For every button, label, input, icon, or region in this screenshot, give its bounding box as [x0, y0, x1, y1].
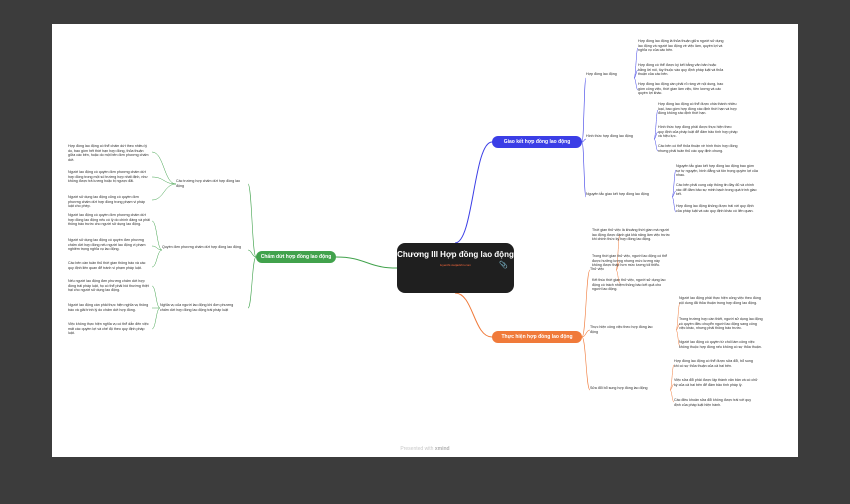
leaf-text: Hợp đồng lao động có thể chấm dứt theo n…	[68, 144, 149, 162]
connector-green-leaf	[151, 245, 163, 251]
connector-blue-leaf	[671, 196, 677, 213]
connector-blue-leaf	[653, 131, 659, 140]
connector-orange-sub	[581, 336, 591, 391]
sub-nghia-vu[interactable]: Nghĩa vụ của người lao động khi đơn phươ…	[160, 303, 234, 312]
connector-blue-leaf	[671, 169, 677, 198]
branch-cham-dut[interactable]: Chấm dứt hợp đồng lao động	[256, 251, 336, 263]
leaf-text: Việc không thực hiện nghĩa vụ có thể dẫn…	[68, 322, 149, 336]
leaf-text: Thời gian thử việc là khoảng thời gian m…	[592, 228, 670, 242]
leaf-text: Hợp đồng có thể được ký kết bằng văn bản…	[638, 63, 724, 77]
leaf-text: Hợp đồng lao động không được trái với qu…	[676, 204, 754, 213]
leaf-text: Người sử dụng lao động có quyền đơn phươ…	[68, 238, 146, 252]
root-node[interactable]: Chương III Hợp đồng lao động luyenthi.vi…	[397, 243, 514, 293]
leaf-text: Trong thời gian thử việc, người lao động…	[592, 254, 668, 268]
sub-thu-viec[interactable]: Thử việc	[590, 267, 604, 271]
attachment-icon: 📎	[499, 262, 508, 269]
connector-root-green	[335, 256, 398, 269]
leaf-text: Người lao động cần phải thực hiện nghĩa …	[68, 303, 149, 312]
connector-blue-leaf	[653, 138, 659, 152]
leaf-text: Người lao động phải thực hiện công việc …	[679, 296, 761, 305]
leaf-text: Việc sửa đổi phải được lập thành văn bản…	[674, 378, 758, 387]
xmind-logo: xmind	[434, 446, 450, 452]
branch-giao-ket[interactable]: Giao kết hợp đồng lao động	[492, 136, 582, 148]
leaf-text: Người lao động có quyền đơn phương chấm …	[68, 170, 148, 184]
sub-thuc-hien-cong-viec[interactable]: Thực hiện công việc theo hợp đồng lao độ…	[590, 325, 653, 334]
sub-nguyen-tac[interactable]: Nguyên tắc giao kết hợp đồng lao động	[586, 192, 649, 196]
connector-blue-leaf	[633, 47, 639, 79]
leaf-text: Người sử dụng lao động cũng có quyền đơn…	[68, 195, 146, 209]
connector-green-leaf	[151, 183, 177, 201]
sub-hinh-thuc[interactable]: Hình thức hợp đồng lao động	[586, 134, 633, 138]
leaf-text: Hợp đồng lao động có thể được sửa đổi, b…	[674, 359, 753, 368]
connector-blue-sub	[581, 141, 587, 198]
connector-orange-leaf	[669, 389, 675, 403]
connector-orange-leaf	[669, 364, 675, 391]
sub-hop-dong[interactable]: Hợp đồng lao động	[586, 72, 617, 76]
connector-blue-sub	[581, 77, 587, 143]
connector-green-leaf	[151, 176, 177, 185]
connector-lines	[151, 47, 681, 403]
connector-orange-sub	[581, 329, 591, 338]
leaf-text: Các điều khoản sửa đổi không được trái v…	[674, 398, 752, 407]
connector-orange-leaf	[669, 383, 675, 391]
connector-blue-sub	[581, 138, 587, 143]
connector-orange-leaf	[675, 323, 681, 331]
connector-green-leaf	[151, 249, 163, 268]
leaf-text: Nguyên tắc giao kết hợp đồng lao động ba…	[676, 164, 758, 178]
connector-orange-leaf	[675, 302, 681, 331]
connector-green-sub	[247, 249, 257, 258]
connector-blue-leaf	[653, 109, 659, 140]
leaf-text: Người lao động có quyền từ chối làm công…	[679, 340, 762, 349]
connector-green-sub	[247, 183, 257, 258]
leaf-text: Hợp đồng lao động cần phải rõ ràng về nộ…	[638, 82, 724, 96]
connector-orange-leaf	[675, 329, 681, 347]
leaf-text: Kết thúc thời gian thử việc, người sử dụ…	[592, 278, 666, 292]
leaf-text: Các bên có thể thỏa thuận về hình thức h…	[658, 144, 738, 153]
leaf-text: Người lao động có quyền đơn phương chấm …	[68, 213, 150, 227]
leaf-text: Các bên phải cung cấp thông tin đầy đủ v…	[676, 183, 757, 197]
connector-blue-leaf	[633, 69, 639, 79]
leaf-text: Hợp đồng lao động là thỏa thuận giữa ngư…	[638, 39, 724, 53]
mindmap-canvas: Chương III Hợp đồng lao động luyenthi.vi…	[52, 24, 798, 457]
leaf-text: Hình thức hợp đồng phải được thực hiện t…	[658, 125, 738, 139]
connector-orange-leaf	[615, 234, 621, 271]
connector-orange-sub	[581, 269, 591, 338]
footer-prefix: Presented with	[400, 446, 434, 452]
leaf-text: Trong trường hợp cần thiết, người sử dụn…	[679, 317, 763, 331]
branch-thuc-hien[interactable]: Thực hiện hợp đồng lao động	[492, 331, 582, 343]
footer: Presented with xmind	[0, 446, 850, 452]
connector-green-leaf	[151, 151, 177, 185]
leaf-text: Nếu người lao động đơn phương chấm dứt h…	[68, 279, 149, 293]
connector-orange-leaf	[615, 261, 621, 271]
connector-green-leaf	[151, 285, 161, 309]
connector-green-leaf	[151, 307, 161, 330]
leaf-text: Hợp đồng lao động có thể được chia thành…	[658, 102, 737, 116]
sub-sua-doi[interactable]: Sửa đổi bổ sung hợp đồng lao động	[590, 386, 648, 390]
connector-root-orange	[454, 292, 493, 338]
connector-orange-leaf	[615, 269, 621, 284]
connector-green-leaf	[151, 220, 163, 251]
connector-root-blue	[454, 141, 493, 244]
root-title: Chương III Hợp đồng lao động	[397, 250, 514, 259]
leaf-text: Các bên cần tuân thủ thời gian thông báo…	[68, 261, 146, 270]
connector-blue-leaf	[671, 190, 677, 198]
root-subtitle: luyenthi.vietjackhn.com	[439, 263, 471, 267]
connector-blue-leaf	[633, 77, 639, 91]
sub-cac-truong-hop[interactable]: Các trường hợp chấm dứt hợp đồng lao độn…	[176, 179, 241, 188]
sub-quyen-don-phuong[interactable]: Quyền đơn phương chấm dứt hợp đồng lao đ…	[162, 245, 242, 249]
connector-green-sub	[247, 256, 257, 309]
